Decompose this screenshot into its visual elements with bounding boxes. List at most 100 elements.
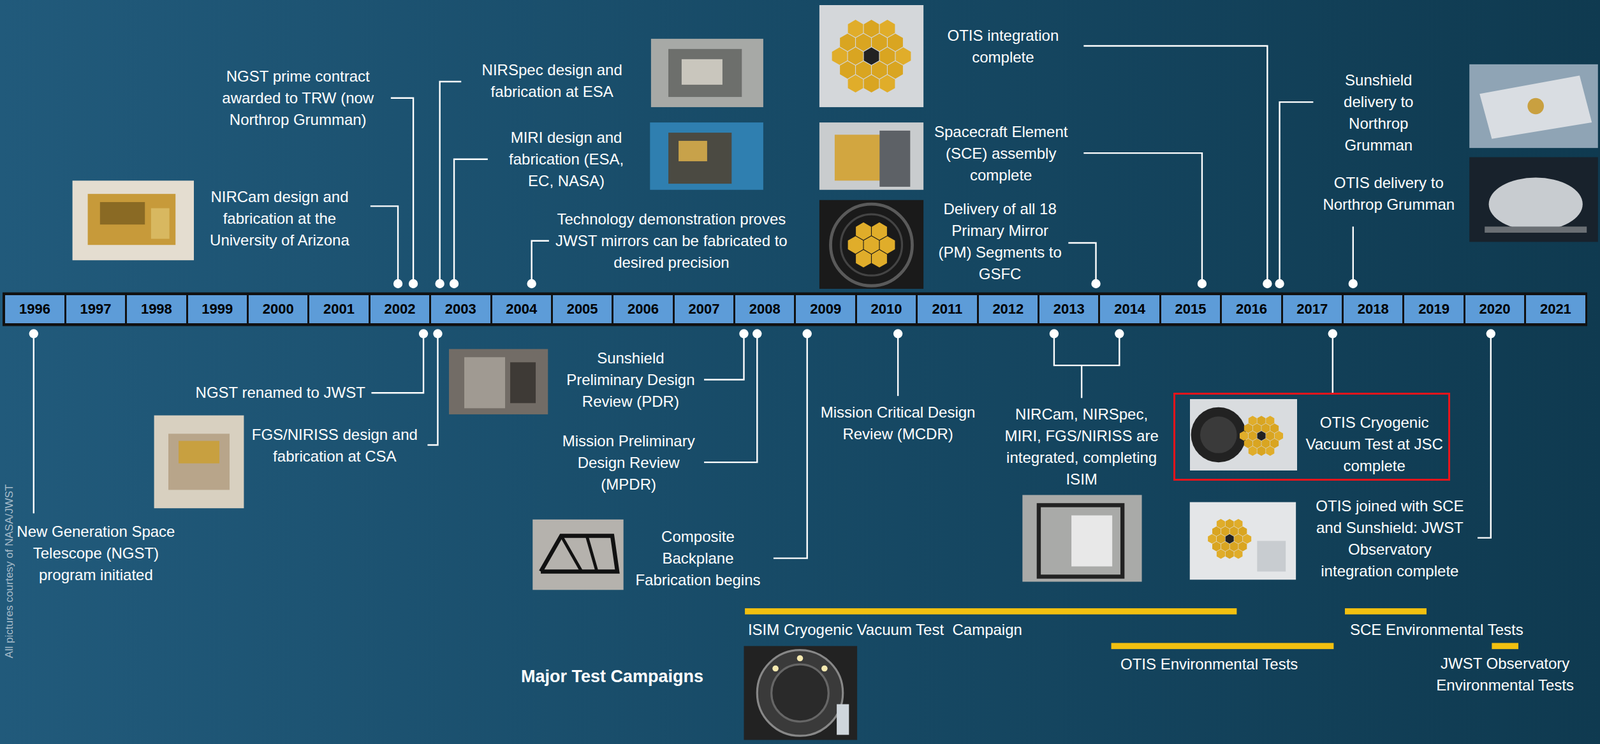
leader-line [33,45,1491,559]
year-label: 1997 [80,301,112,317]
event-label: Spacecraft Element (SCE) assembly comple… [924,121,1078,187]
year-label: 2008 [749,301,781,317]
leader-line [440,81,462,284]
photo [848,235,864,254]
year-box: 1996 [3,293,66,325]
photo [1189,502,1296,581]
event-dot [893,329,903,338]
photo [1239,415,1284,456]
photo [651,38,764,108]
photo [1479,75,1592,139]
year-label: 2011 [932,301,963,317]
photo [464,357,506,409]
photo [1484,226,1587,233]
test-bar [1491,643,1519,650]
event-dot [1091,279,1101,289]
leader-line [1068,242,1096,284]
photo [819,122,924,191]
year-label: 2001 [323,301,355,317]
year-label: 2005 [566,301,599,317]
event-dot [526,279,536,289]
year-box: 1999 [186,293,249,325]
leader-line [1080,365,1083,398]
leader-line [897,333,899,397]
photo [510,362,536,404]
event-dot [1274,279,1284,289]
year-box: 2002 [369,293,431,325]
photo [832,19,912,93]
photo [1038,505,1123,577]
year-label: 1996 [19,301,51,317]
leader-line [704,333,744,380]
photo [797,655,804,662]
year-label: 2017 [1296,301,1328,317]
year-label: 2009 [809,301,842,317]
photo [1489,177,1583,231]
photo [88,193,177,245]
photo [772,665,779,673]
photo [668,132,732,184]
leader-line [33,333,35,514]
year-box: 2003 [429,293,492,325]
event-dot [1328,329,1338,338]
year-label: 1999 [201,301,233,317]
photo [1256,540,1286,572]
photo [178,441,220,464]
event-label: SCE Environmental Tests [1350,619,1524,641]
leader-line [370,205,398,284]
event-dot [393,279,403,289]
event-dot [434,279,444,289]
event-label: Sunshield Preliminary Design Review (PDR… [559,347,703,413]
photo [668,49,742,97]
year-box: 2001 [308,293,370,325]
photo [864,235,880,254]
year-box: 2018 [1342,293,1404,325]
photo [1022,494,1142,582]
event-label: OTIS Environmental Tests [1120,653,1298,676]
photo [819,5,924,108]
event-label: NIRSpec design and fabrication at ESA [470,59,634,103]
year-label: 2004 [505,301,537,317]
leader-line [1332,333,1334,393]
year-label: 2003 [445,301,477,317]
year-label: 1998 [140,301,173,317]
photo [855,249,872,268]
leader-line [1352,226,1354,284]
timeline-frame [3,293,1587,326]
photo [756,650,843,736]
year-box: 2016 [1220,293,1282,325]
leader-line [1054,333,1120,366]
photo [540,535,618,572]
photo [880,235,896,254]
leader-line [773,333,808,558]
photo [1071,515,1113,567]
event-dot [752,329,762,338]
photo [1469,64,1599,148]
event-label: OTIS integration complete [931,24,1075,69]
photo [1469,157,1599,243]
photo [168,433,230,490]
photo [1469,157,1599,243]
year-label: 2007 [688,301,720,317]
photo [72,180,194,261]
leader-line [1083,45,1268,284]
photo [1190,407,1246,463]
leader-line [454,159,488,284]
event-label: NIRCam design and fabrication at the Uni… [192,186,367,252]
event-dot [29,329,39,338]
event-label: Sunshield delivery to Northrop Grumman [1317,69,1440,157]
photo [879,130,911,187]
photo [532,519,624,590]
event-label: Composite Backplane Fabrication begins [630,526,766,592]
year-box: 2000 [247,293,309,325]
photo [532,519,624,590]
year-label: 2010 [871,301,903,317]
event-label: NGST renamed to JWST [195,381,366,404]
year-box: 2013 [1038,293,1100,325]
photo [678,140,708,162]
photo [681,59,723,85]
year-box: 2020 [1464,293,1526,325]
event-label: Delivery of all 18 Primary Mirror (PM) S… [936,198,1064,286]
photo [819,122,924,191]
leader-line [1083,153,1203,284]
